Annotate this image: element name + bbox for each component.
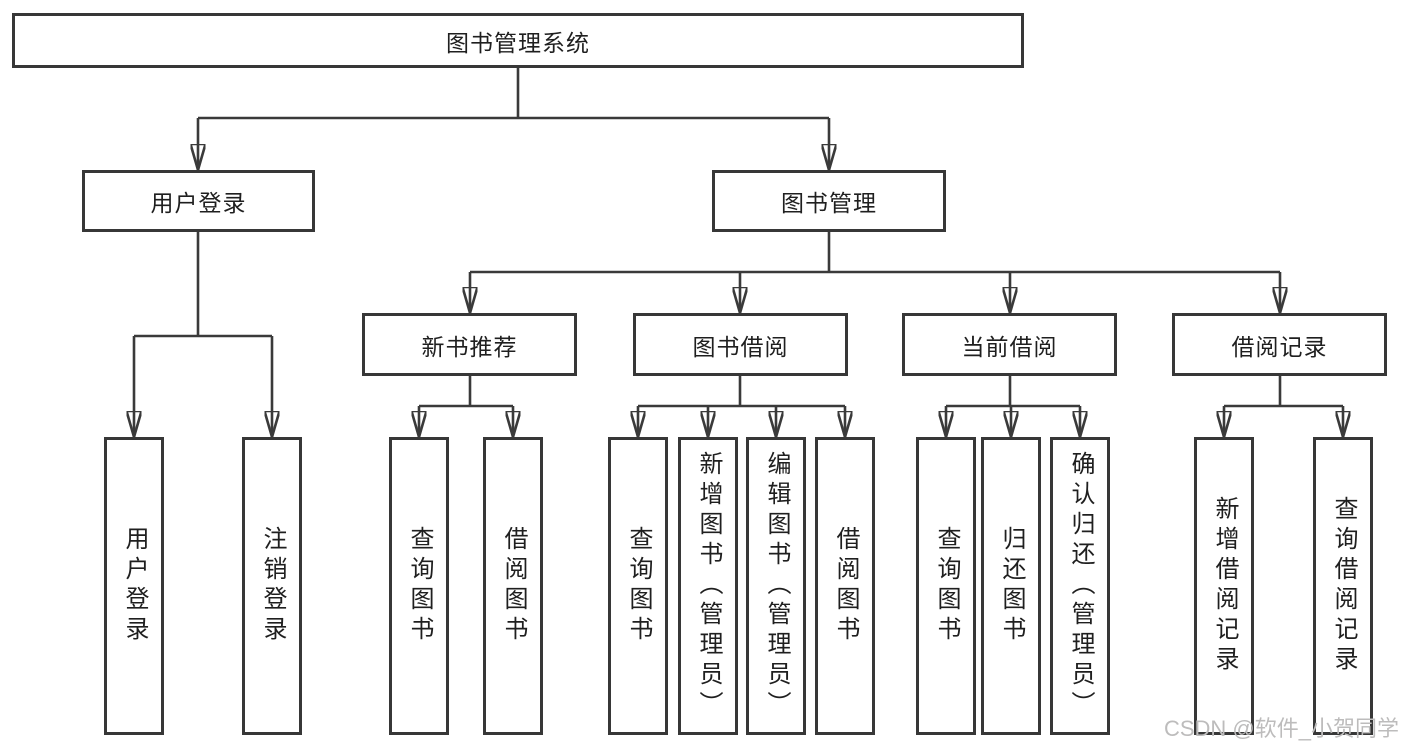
- node-book-mgmt: 图书管理: [712, 170, 946, 232]
- leaf-confirm-return-admin-label: 确认归还（管理员）: [1067, 451, 1094, 721]
- leaf-logout-login-label: 注销登录: [259, 526, 286, 646]
- leaf-logout-login: 注销登录: [242, 437, 302, 735]
- connector-book-borrow: [638, 376, 845, 437]
- connector-borrow-records: [1224, 376, 1343, 437]
- leaf-return-books: 归还图书: [981, 437, 1041, 735]
- leaf-query-books-rec-label: 查询图书: [406, 526, 433, 646]
- node-current-borrow: 当前借阅: [902, 313, 1117, 376]
- leaf-add-borrow-record: 新增借阅记录: [1194, 437, 1254, 735]
- leaf-borrow-books-borrow-label: 借阅图书: [832, 526, 859, 646]
- node-book-borrow-label: 图书借阅: [692, 333, 789, 360]
- connector-user-login: [134, 232, 272, 437]
- leaf-query-borrow-record: 查询借阅记录: [1313, 437, 1373, 735]
- leaf-query-books-borrow: 查询图书: [608, 437, 668, 735]
- leaf-borrow-books-rec-label: 借阅图书: [500, 526, 527, 646]
- node-user-login-label: 用户登录: [150, 190, 247, 216]
- node-book-mgmt-label: 图书管理: [781, 190, 877, 216]
- leaf-edit-books-admin-label: 编辑图书（管理员）: [763, 451, 790, 721]
- node-current-borrow-label: 当前借阅: [961, 333, 1058, 360]
- node-new-book-rec-label: 新书推荐: [421, 333, 518, 360]
- leaf-return-books-label: 归还图书: [998, 526, 1025, 646]
- node-borrow-records-label: 借阅记录: [1231, 333, 1328, 360]
- leaf-query-books-current: 查询图书: [916, 437, 976, 735]
- leaf-confirm-return-admin: 确认归还（管理员）: [1050, 437, 1110, 735]
- node-root-label: 图书管理系统: [446, 29, 590, 56]
- node-new-book-rec: 新书推荐: [362, 313, 577, 376]
- leaf-add-books-admin: 新增图书（管理员）: [678, 437, 738, 735]
- leaf-query-borrow-record-label: 查询借阅记录: [1330, 496, 1357, 676]
- leaf-query-books-borrow-label: 查询图书: [625, 526, 652, 646]
- connector-book-mgmt: [470, 232, 1280, 313]
- node-book-borrow: 图书借阅: [633, 313, 848, 376]
- leaf-query-books-rec: 查询图书: [389, 437, 449, 735]
- connector-current-borrow: [946, 376, 1080, 437]
- leaf-borrow-books-rec: 借阅图书: [483, 437, 543, 735]
- connector-new-book-rec: [419, 376, 513, 437]
- leaf-user-login: 用户登录: [104, 437, 164, 735]
- leaf-add-books-admin-label: 新增图书（管理员）: [695, 451, 722, 721]
- node-borrow-records: 借阅记录: [1172, 313, 1387, 376]
- leaf-add-borrow-record-label: 新增借阅记录: [1211, 496, 1238, 676]
- node-root: 图书管理系统: [12, 13, 1024, 68]
- csdn-watermark: CSDN @软件_小贺同学: [1163, 716, 1399, 741]
- leaf-borrow-books-borrow: 借阅图书: [815, 437, 875, 735]
- leaf-edit-books-admin: 编辑图书（管理员）: [746, 437, 806, 735]
- connector-root: [198, 68, 829, 170]
- node-user-login: 用户登录: [82, 170, 315, 232]
- leaf-user-login-label: 用户登录: [121, 526, 148, 646]
- leaf-query-books-current-label: 查询图书: [933, 526, 960, 646]
